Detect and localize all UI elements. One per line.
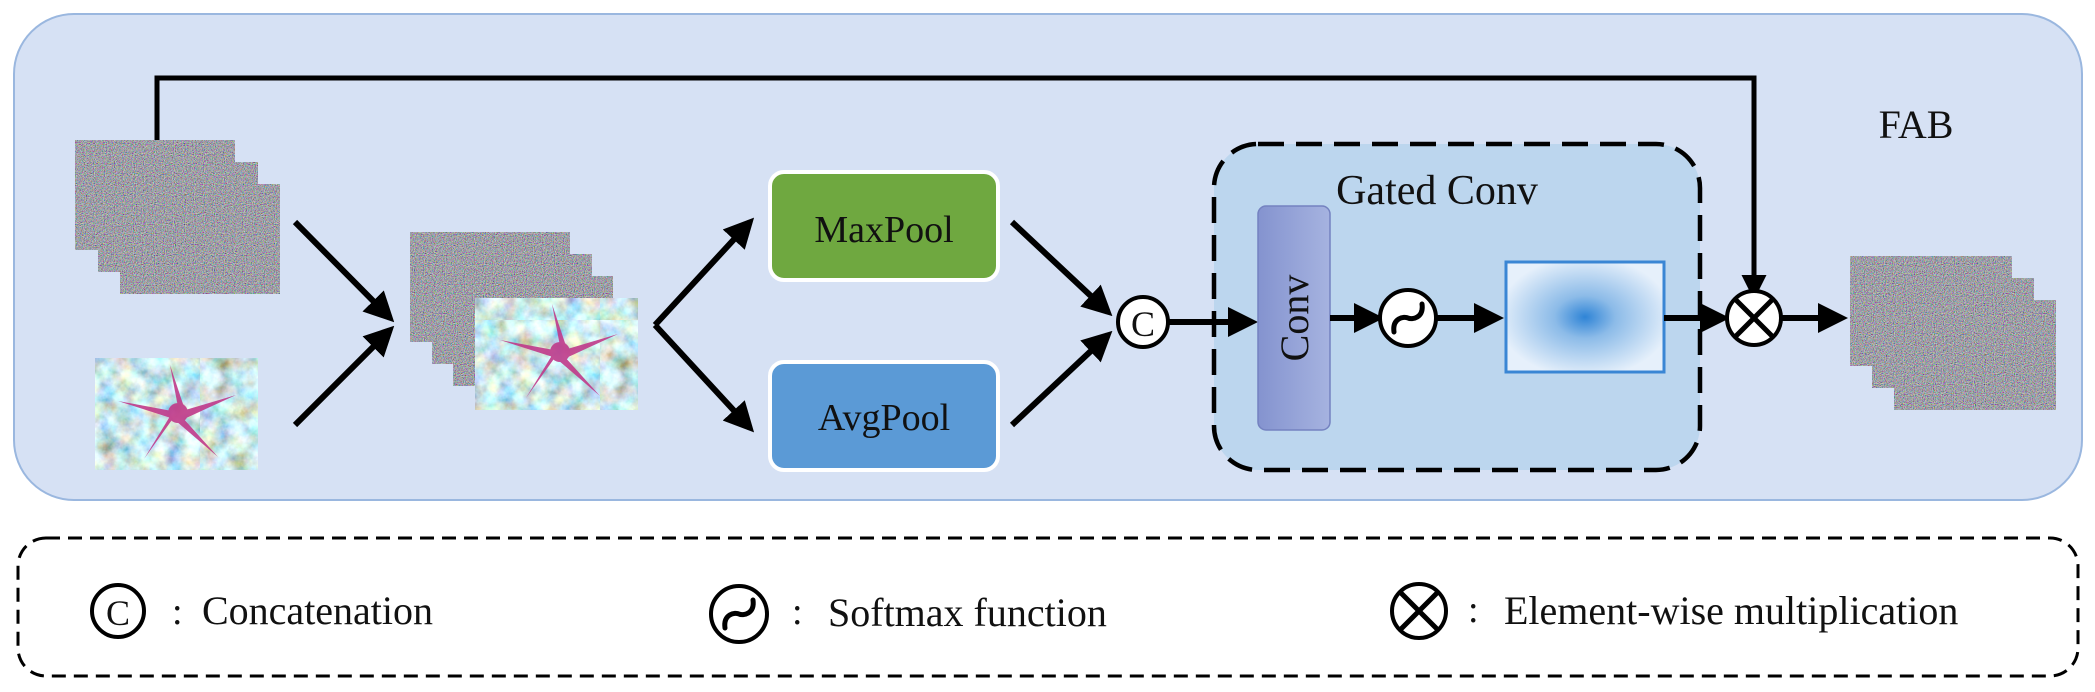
multiply-icon: [1725, 289, 1783, 347]
legend-multiply-sep: :: [1468, 589, 1479, 631]
legend-box: [16, 536, 2080, 678]
legend-concat-sep: :: [172, 591, 183, 633]
fab-title: FAB: [1879, 102, 1954, 147]
gated-conv-title: Gated Conv: [1336, 168, 1538, 214]
arrow-input2-to-merge: [292, 325, 395, 428]
input-feature-stack: [75, 140, 280, 294]
legend-softmax-sep: :: [792, 591, 803, 633]
legend-concat-icon: [90, 583, 146, 639]
maxpool-box: [768, 170, 1000, 282]
legend-concat-label: Concatenation: [202, 588, 433, 633]
arrow-to-maxpool: [652, 217, 755, 328]
svg-text:C: C: [1131, 304, 1155, 344]
merged-feature-stack: [410, 232, 638, 410]
legend-multiply-label: Element-wise multiplication: [1504, 588, 1958, 633]
skip-connection: [154, 75, 1767, 300]
arrow-input1-to-merge: [292, 219, 395, 323]
arrow-to-avgpool: [652, 322, 755, 433]
concat-icon: C: [1116, 295, 1170, 349]
legend-multiply: : Element-wise multiplication: [1390, 582, 1958, 640]
attention-map: [1504, 260, 1666, 374]
conv-label: Conv: [1272, 275, 1317, 362]
legend-softmax: : Softmax function: [709, 584, 1107, 644]
arrow-maxpool-to-concat: [1009, 219, 1113, 317]
avgpool-label: AvgPool: [818, 397, 950, 439]
legend-concat: C : Concatenation: [90, 583, 433, 639]
legend-softmax-label: Softmax function: [828, 590, 1107, 635]
svg-text:C: C: [106, 593, 130, 633]
output-feature-stack: [1850, 256, 2056, 410]
maxpool-label: MaxPool: [814, 209, 953, 251]
avgpool-box: [768, 360, 1000, 472]
input-image: [95, 358, 258, 470]
arrow-avgpool-to-concat: [1009, 330, 1113, 428]
softmax-icon: [1378, 288, 1438, 348]
